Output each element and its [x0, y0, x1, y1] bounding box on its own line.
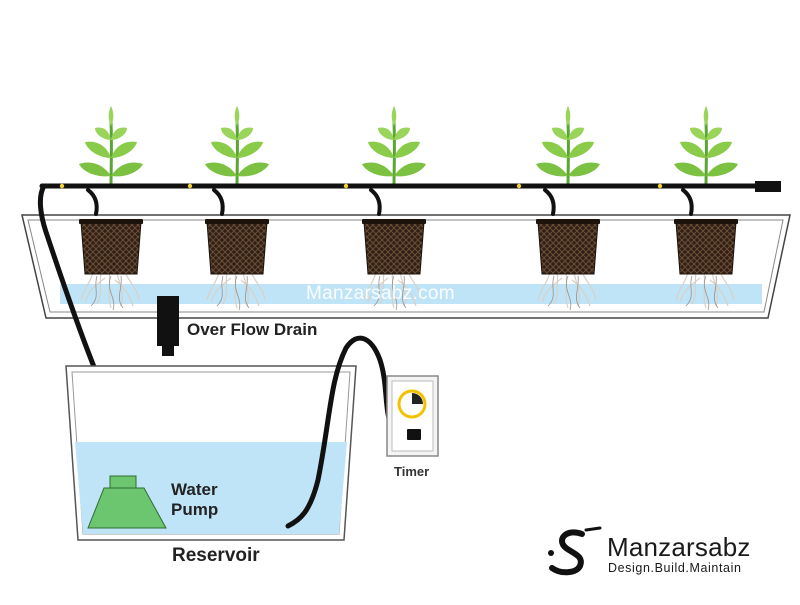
- plug-icon: [407, 429, 421, 440]
- watermark-text: Manzarsabz.com: [306, 283, 455, 304]
- brand-name: Manzarsabz: [607, 532, 751, 562]
- dripper-dots: [59, 183, 663, 189]
- water-pump: [87, 475, 167, 529]
- reservoir-label: Reservoir: [172, 545, 260, 566]
- tube-end-cap: [755, 181, 781, 192]
- overflow-drain-label: Over Flow Drain: [187, 320, 318, 339]
- overflow-drain: [157, 296, 179, 356]
- water-pump-label-line1: Water: [171, 480, 218, 499]
- timer-label: Timer: [394, 464, 430, 479]
- water-pump-label-line2: Pump: [171, 500, 219, 519]
- brand-tagline: Design.Build.Maintain: [608, 561, 742, 575]
- water-pump-label: Water Pump: [171, 480, 241, 520]
- manzarsabz-logo-icon: [548, 526, 602, 576]
- timer-device: [386, 375, 439, 457]
